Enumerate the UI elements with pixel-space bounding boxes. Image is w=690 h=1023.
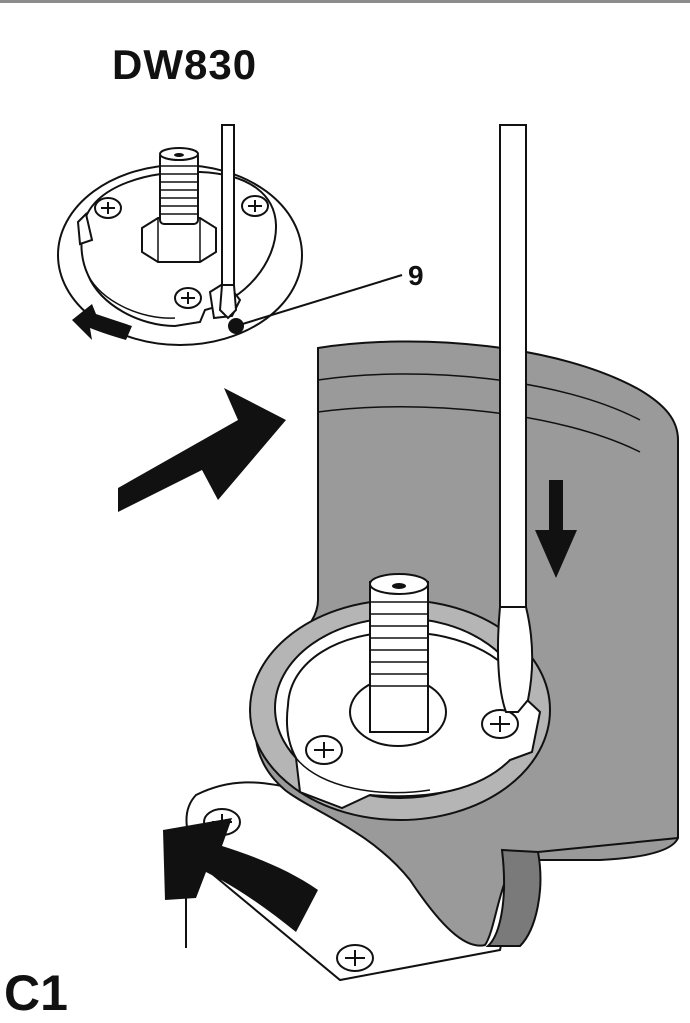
inset-detail (57, 124, 403, 346)
screwdriver-shaft (499, 124, 527, 608)
inset-clamp-ring-edge (87, 274, 176, 319)
press-arrow-down-icon (535, 480, 577, 578)
spindle (369, 581, 429, 733)
top-rule (0, 0, 690, 3)
inset-clamp-tab (76, 212, 94, 246)
rotate-arrow-bottom-icon (163, 818, 318, 932)
spindle-threads (370, 601, 428, 687)
wheel-guard-rim (317, 405, 641, 453)
rotate-arrow-small-icon (72, 304, 132, 340)
flange-screw-left (305, 735, 343, 765)
model-title: DW830 (112, 41, 258, 88)
wheel-guard-lip (485, 848, 542, 947)
inset-screw-bottom (174, 287, 202, 309)
figure-label: C1 (4, 965, 68, 1021)
flange-screw-right (481, 709, 519, 739)
inset-screw-right (241, 195, 269, 217)
housing-screw-bottom (336, 944, 374, 972)
callout-number: 9 (408, 260, 424, 291)
inset-screwdriver (221, 124, 235, 286)
callout-leader-line (235, 274, 403, 327)
inset-screw-left (94, 197, 122, 219)
main-detail (118, 124, 679, 982)
wheel-guard-top-edge (317, 373, 641, 421)
screwdriver-tip (497, 606, 534, 713)
inset-spindle-threads (160, 165, 198, 215)
callout-marker (228, 318, 244, 334)
inset-spindle (159, 151, 199, 225)
push-arrow-large-icon (118, 388, 286, 602)
